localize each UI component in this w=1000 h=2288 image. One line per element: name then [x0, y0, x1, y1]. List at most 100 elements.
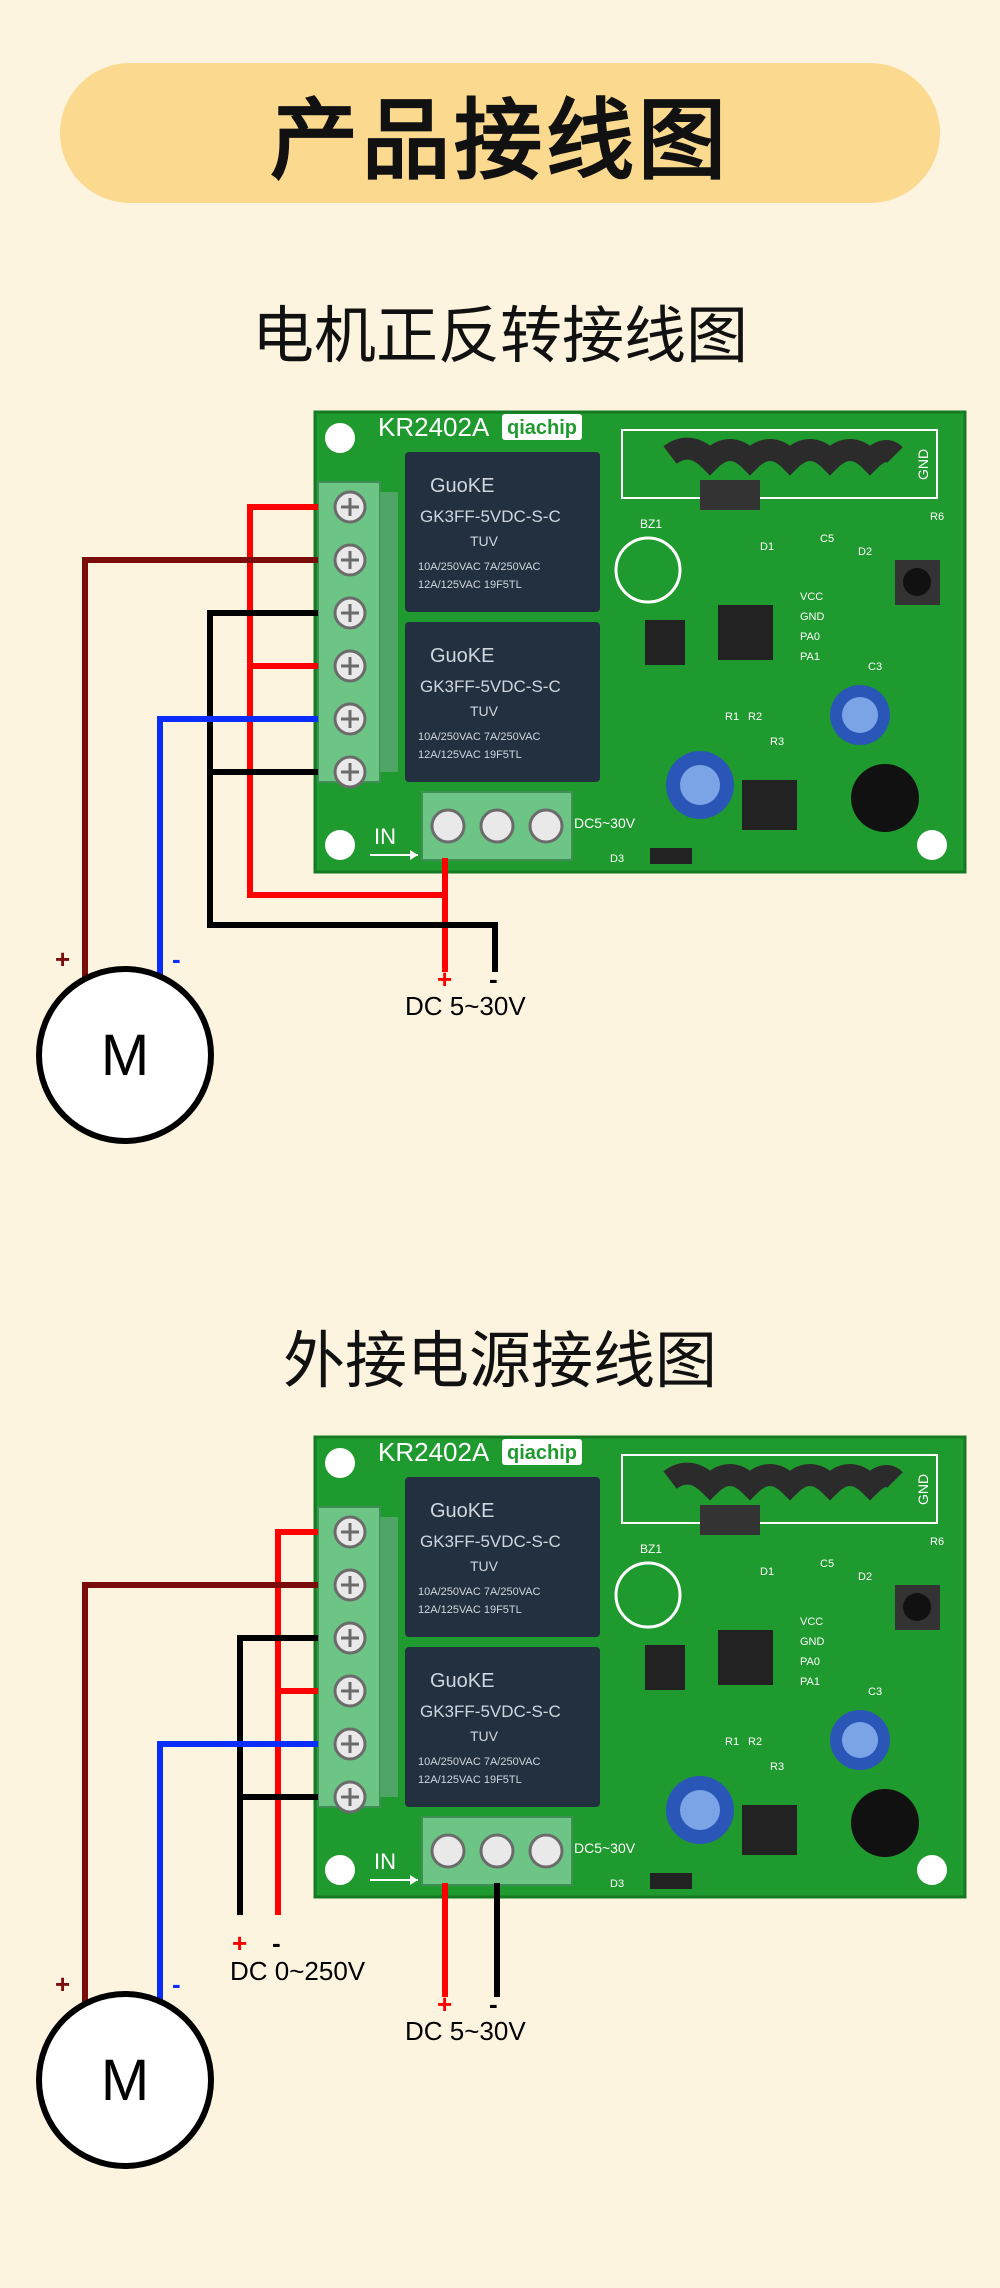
board-model-label: KR2402A	[378, 1437, 490, 1467]
svg-text:PA0: PA0	[800, 631, 820, 643]
wire-external-minus	[237, 1635, 318, 1915]
board-brand-label: qiachip	[507, 1442, 577, 1464]
svg-text:R2: R2	[748, 1736, 762, 1748]
section-title-motor-reversing: 电机正反转接线图	[251, 299, 748, 372]
svg-text:R6: R6	[930, 511, 944, 523]
wire-motor-minus	[157, 1741, 318, 2003]
motor: M + -	[36, 1969, 214, 2169]
motor-label: M	[101, 1023, 149, 1088]
svg-text:12A/125VAC 19F5TL: 12A/125VAC 19F5TL	[418, 1774, 522, 1786]
svg-text:D2: D2	[858, 546, 872, 558]
motor-plus-sign: +	[55, 1969, 70, 1999]
board-brand-label: qiachip	[507, 417, 577, 439]
svg-text:R2: R2	[748, 711, 762, 723]
svg-text:BZ1: BZ1	[640, 517, 662, 531]
relay-1: GuoKE GK3FF-5VDC-S-C TUV 10A/250VAC 7A/2…	[405, 452, 600, 612]
svg-text:D1: D1	[760, 1566, 774, 1578]
svg-text:GND: GND	[800, 1636, 825, 1648]
svg-text:VCC: VCC	[800, 1616, 823, 1628]
svg-text:GK3FF-5VDC-S-C: GK3FF-5VDC-S-C	[420, 1702, 561, 1721]
wiring	[82, 504, 498, 978]
motor-plus-sign: +	[55, 944, 70, 974]
header-banner: 产品接线图	[60, 63, 940, 203]
motor-reversing-diagram: KR2402A qiachip GND GuoKE GK3FF-5VDC-S-C…	[36, 410, 967, 1144]
in-silk-label: IN	[374, 1849, 396, 1874]
gnd-silk-label: GND	[915, 449, 931, 480]
page-title: 产品接线图	[269, 88, 730, 192]
wire-motor-plus	[82, 557, 318, 978]
svg-text:10A/250VAC 7A/250VAC: 10A/250VAC 7A/250VAC	[418, 731, 541, 743]
svg-text:GK3FF-5VDC-S-C: GK3FF-5VDC-S-C	[420, 507, 561, 526]
svg-text:C5: C5	[820, 1558, 834, 1570]
wire-motor-plus	[82, 1582, 318, 2003]
svg-text:GuoKE: GuoKE	[430, 1500, 494, 1522]
external-plus-sign: +	[232, 1928, 247, 1958]
dc-silk-label: DC5~30V	[574, 815, 636, 831]
relay-1: GuoKE GK3FF-5VDC-S-C TUV 10A/250VAC 7A/2…	[405, 1477, 600, 1637]
svg-text:BZ1: BZ1	[640, 1542, 662, 1556]
motor-minus-sign: -	[172, 1969, 181, 1999]
relay-2: GuoKE GK3FF-5VDC-S-C TUV 10A/250VAC 7A/2…	[405, 1647, 600, 1807]
svg-text:10A/250VAC 7A/250VAC: 10A/250VAC 7A/250VAC	[418, 561, 541, 573]
svg-text:12A/125VAC 19F5TL: 12A/125VAC 19F5TL	[418, 1604, 522, 1616]
svg-text:R1: R1	[725, 1736, 739, 1748]
svg-text:PA1: PA1	[800, 651, 820, 663]
svg-text:C3: C3	[868, 661, 882, 673]
svg-text:12A/125VAC 19F5TL: 12A/125VAC 19F5TL	[418, 579, 522, 591]
svg-text:10A/250VAC 7A/250VAC: 10A/250VAC 7A/250VAC	[418, 1586, 541, 1598]
svg-text:TUV: TUV	[470, 533, 499, 549]
svg-text:R3: R3	[770, 736, 784, 748]
wire-external-plus	[275, 1529, 318, 1915]
svg-text:10A/250VAC 7A/250VAC: 10A/250VAC 7A/250VAC	[418, 1756, 541, 1768]
wire-black	[207, 610, 498, 972]
external-power-label: DC 0~250V	[230, 1956, 366, 1986]
external-minus-sign: -	[272, 1928, 281, 1958]
svg-text:GuoKE: GuoKE	[430, 475, 494, 497]
section-title-external-power: 外接电源接线图	[282, 1324, 717, 1397]
svg-text:D2: D2	[858, 1571, 872, 1583]
svg-text:GK3FF-5VDC-S-C: GK3FF-5VDC-S-C	[420, 677, 561, 696]
output-terminal-block	[317, 1506, 398, 1814]
power-plus-sign: +	[437, 964, 452, 994]
in-silk-label: IN	[374, 824, 396, 849]
power-label: DC 5~30V	[405, 991, 526, 1021]
board-model-label: KR2402A	[378, 412, 490, 442]
gnd-silk-label: GND	[915, 1474, 931, 1505]
svg-text:PA1: PA1	[800, 1676, 820, 1688]
svg-text:D1: D1	[760, 541, 774, 553]
svg-text:D3: D3	[610, 853, 624, 865]
relay-2: GuoKE GK3FF-5VDC-S-C TUV 10A/250VAC 7A/2…	[405, 622, 600, 782]
svg-text:R6: R6	[930, 1536, 944, 1548]
svg-text:C5: C5	[820, 533, 834, 545]
output-terminal-block	[317, 481, 398, 789]
dc-silk-label: DC5~30V	[574, 1840, 636, 1856]
svg-text:C3: C3	[868, 1686, 882, 1698]
svg-text:TUV: TUV	[470, 1558, 499, 1574]
pcb-board: KR2402A qiachip GND GuoKE GK3FF-5VDC-S-C…	[313, 1435, 967, 1899]
power-minus-sign: -	[489, 964, 498, 994]
power-label: DC 5~30V	[405, 2016, 526, 2046]
motor-label: M	[101, 2048, 149, 2113]
external-power-diagram: KR2402A qiachip GND GuoKE GK3FF-5VDC-S-C…	[36, 1435, 967, 2169]
svg-text:TUV: TUV	[470, 703, 499, 719]
svg-text:12A/125VAC 19F5TL: 12A/125VAC 19F5TL	[418, 749, 522, 761]
motor: M + -	[36, 944, 214, 1144]
svg-text:GuoKE: GuoKE	[430, 1670, 494, 1692]
svg-text:VCC: VCC	[800, 591, 823, 603]
pcb-board: KR2402A qiachip GND GuoKE GK3FF-5VDC-S-C…	[313, 410, 967, 874]
svg-text:TUV: TUV	[470, 1728, 499, 1744]
svg-text:R3: R3	[770, 1761, 784, 1773]
power-plus-sign: +	[437, 1989, 452, 2019]
wire-motor-minus	[157, 716, 318, 978]
power-minus-sign: -	[489, 1989, 498, 2019]
wiring	[82, 1529, 500, 2003]
svg-text:GuoKE: GuoKE	[430, 645, 494, 667]
svg-text:R1: R1	[725, 711, 739, 723]
svg-text:PA0: PA0	[800, 1656, 820, 1668]
svg-text:D3: D3	[610, 1878, 624, 1890]
svg-text:GK3FF-5VDC-S-C: GK3FF-5VDC-S-C	[420, 1532, 561, 1551]
wire-red	[247, 504, 448, 972]
svg-text:GND: GND	[800, 611, 825, 623]
motor-minus-sign: -	[172, 944, 181, 974]
input-terminal-block	[421, 791, 573, 861]
